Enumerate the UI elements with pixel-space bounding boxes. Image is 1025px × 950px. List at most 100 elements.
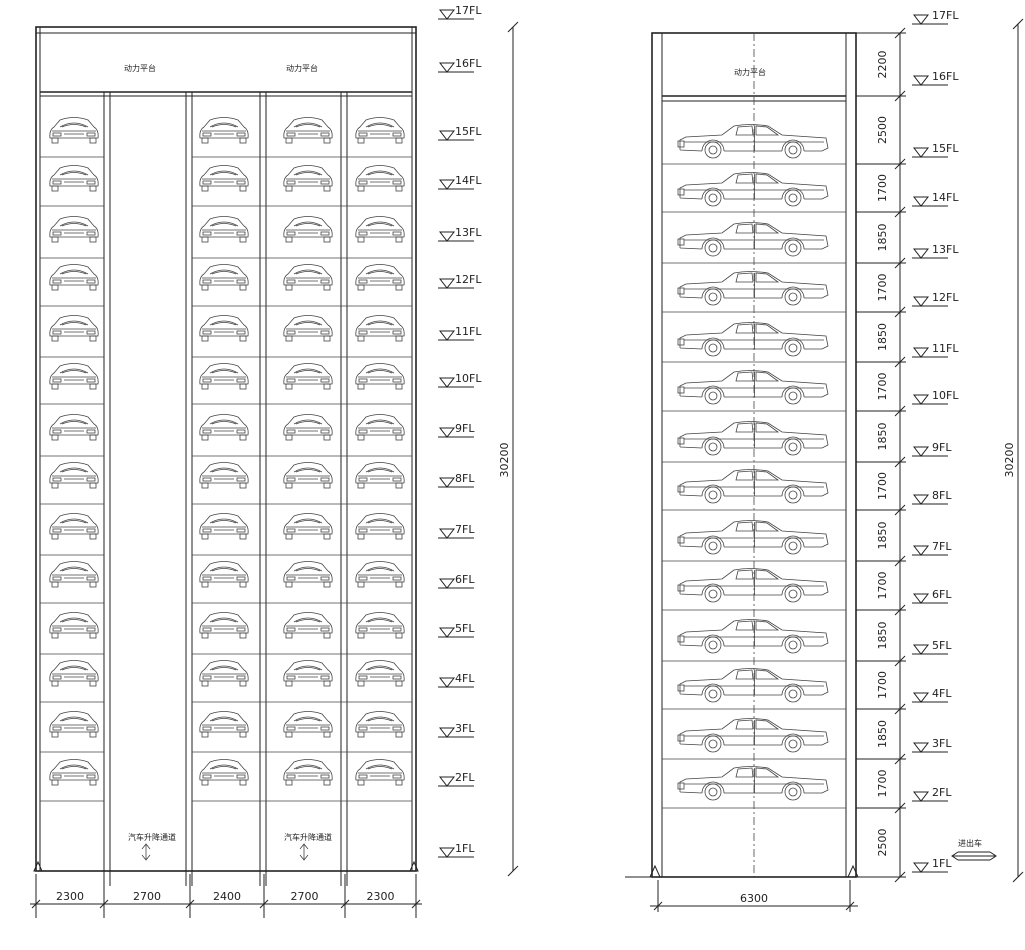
- left-floor-label: 7FL: [455, 523, 475, 536]
- car-front-view: [49, 711, 99, 738]
- car-front-view: [283, 216, 333, 243]
- right-floor-label: 9FL: [932, 441, 952, 454]
- car-front-view: [49, 117, 99, 144]
- right-level-dim: 1850: [876, 622, 889, 650]
- left-floor-label: 6FL: [455, 573, 475, 586]
- left-floor-label: 2FL: [455, 771, 475, 784]
- right-level-dim-tick: [894, 257, 906, 269]
- right-level-dim-tick: [894, 306, 906, 318]
- left-width-dim-tick: [99, 899, 109, 909]
- left-width-dim-tick: [31, 899, 41, 909]
- car-side-view: [677, 271, 829, 306]
- car-side-view: [677, 370, 829, 405]
- left-platform-label-2: 动力平台: [286, 63, 318, 73]
- car-front-view: [283, 561, 333, 588]
- right-level-dim-tick: [894, 555, 906, 567]
- car-front-view: [199, 561, 249, 588]
- car-front-view: [283, 414, 333, 441]
- entry-exit-label: 进出车: [958, 838, 982, 848]
- right-floor-label: 16FL: [932, 70, 959, 83]
- right-floor-label: 5FL: [932, 639, 952, 652]
- left-floor-label: 12FL: [455, 273, 482, 286]
- car-front-view: [283, 612, 333, 639]
- left-floor-label: 10FL: [455, 372, 482, 385]
- left-floor-label: 1FL: [455, 842, 475, 855]
- car-front-view: [49, 660, 99, 687]
- right-level-dim-tick: [894, 504, 906, 516]
- left-width-dim-tick: [259, 899, 269, 909]
- right-level-dim: 1700: [876, 671, 889, 699]
- car-front-view: [49, 759, 99, 786]
- car-front-view: [49, 513, 99, 540]
- car-front-view: [283, 165, 333, 192]
- right-level-dim: 1850: [876, 224, 889, 252]
- car-front-view: [355, 363, 405, 390]
- car-side-view: [677, 619, 829, 654]
- left-floor-label: 13FL: [455, 226, 482, 239]
- car-side-view: [677, 766, 829, 801]
- left-width-dim-tick: [340, 899, 350, 909]
- car-front-view: [199, 612, 249, 639]
- car-front-view: [199, 759, 249, 786]
- right-level-dim: 2200: [876, 51, 889, 79]
- lift-arrow-icon: [141, 843, 309, 861]
- right-level-dim: 1700: [876, 274, 889, 302]
- right-level-dim-tick: [894, 405, 906, 417]
- car-front-view: [199, 462, 249, 489]
- right-floor-label: 1FL: [932, 857, 952, 870]
- right-floor-label: 10FL: [932, 389, 959, 402]
- right-level-dim-tick: [894, 753, 906, 765]
- left-platform-label-1: 动力平台: [124, 63, 156, 73]
- left-width-dim: 2700: [133, 890, 161, 903]
- right-level-dim-tick: [894, 90, 906, 102]
- right-floor-label: 12FL: [932, 291, 959, 304]
- right-floor-label: 15FL: [932, 142, 959, 155]
- right-level-dim-tick: [894, 604, 906, 616]
- car-front-view: [355, 315, 405, 342]
- car-front-view: [283, 264, 333, 291]
- right-floor-label: 4FL: [932, 687, 952, 700]
- right-floor-label: 14FL: [932, 191, 959, 204]
- left-floor-label: 9FL: [455, 422, 475, 435]
- left-width-dim: 2300: [367, 890, 395, 903]
- right-floor-label: 13FL: [932, 243, 959, 256]
- car-side-view: [677, 520, 829, 555]
- car-front-view: [49, 414, 99, 441]
- car-front-view: [355, 513, 405, 540]
- right-floor-label: 17FL: [932, 9, 959, 22]
- right-level-dim-tick: [894, 456, 906, 468]
- car-front-view: [199, 216, 249, 243]
- car-front-view: [199, 165, 249, 192]
- right-floor-label: 6FL: [932, 588, 952, 601]
- car-front-view: [355, 759, 405, 786]
- left-width-dim: 2400: [213, 890, 241, 903]
- right-side-elevation: 动力平台 6300 220025001700185017001850170018…: [625, 9, 1024, 912]
- car-front-view: [355, 264, 405, 291]
- car-side-view: [677, 421, 829, 456]
- right-floor-label: 7FL: [932, 540, 952, 553]
- car-side-view: [677, 469, 829, 504]
- left-width-dim-tick: [411, 899, 421, 909]
- car-front-view: [49, 264, 99, 291]
- left-floor-label: 16FL: [455, 57, 482, 70]
- car-front-view: [49, 561, 99, 588]
- car-front-view: [199, 315, 249, 342]
- car-front-view: [355, 612, 405, 639]
- car-side-view: [677, 568, 829, 603]
- car-front-view: [49, 612, 99, 639]
- car-front-view: [49, 216, 99, 243]
- right-level-dim-tick: [894, 871, 906, 883]
- left-total-height: 30200: [498, 443, 511, 478]
- car-front-view: [49, 315, 99, 342]
- car-front-view: [283, 711, 333, 738]
- left-lift-label-2: 汽车升降通道: [284, 832, 332, 842]
- right-level-dim: 1700: [876, 373, 889, 401]
- right-floor-label: 2FL: [932, 786, 952, 799]
- car-front-view: [283, 660, 333, 687]
- car-front-view: [199, 414, 249, 441]
- car-front-view: [355, 117, 405, 144]
- car-front-view: [199, 513, 249, 540]
- right-floor-label: 11FL: [932, 342, 959, 355]
- left-width-dim-tick: [185, 899, 195, 909]
